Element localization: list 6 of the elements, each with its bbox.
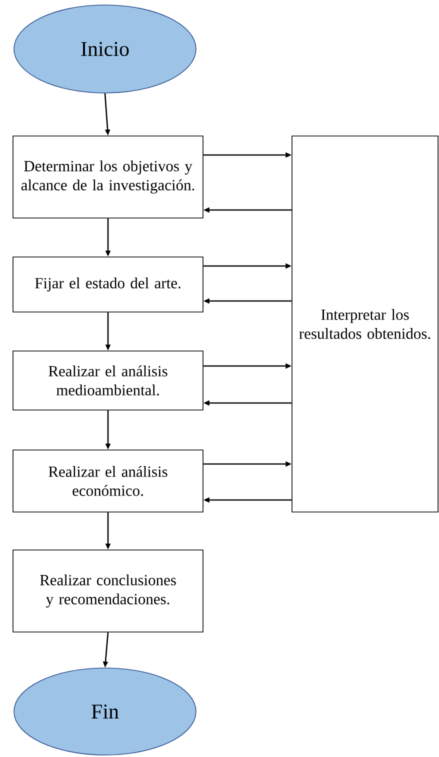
process-box: Interpretar los resultados obtenidos.: [292, 136, 438, 512]
process-box: Realizar el análisis económico.: [12, 450, 204, 512]
process-box: Fijar el estado del arte.: [12, 256, 204, 312]
process-box: Determinar los objetivos y alcance de la investigación.: [12, 136, 204, 218]
process-box: Realizar conclusiones y recomendaciones.: [12, 550, 204, 632]
process-box: Realizar el análisis medioambiental.: [12, 350, 204, 410]
